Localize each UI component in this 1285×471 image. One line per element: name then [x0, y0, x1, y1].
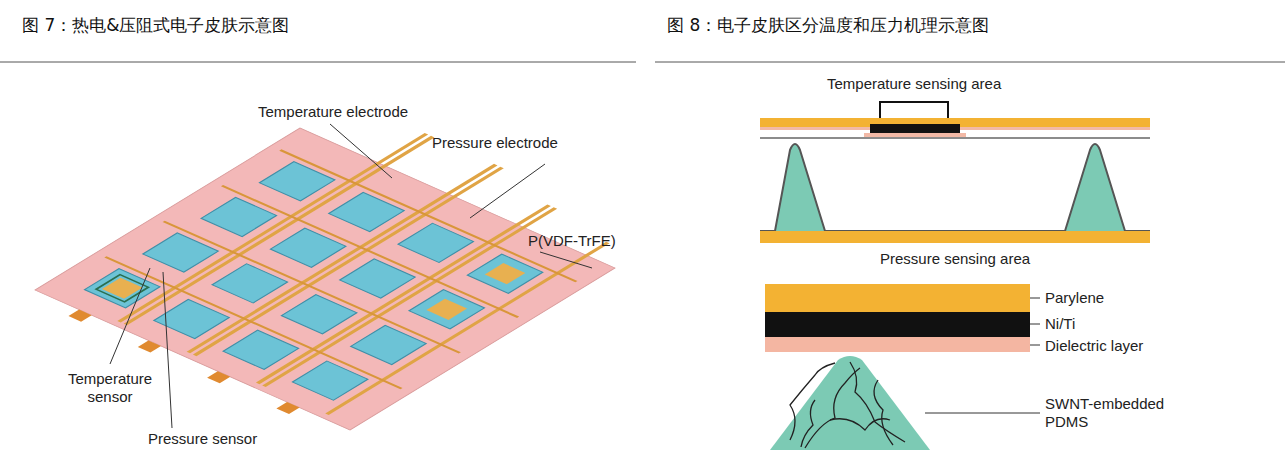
part-label: Temperature sensor: [60, 370, 160, 406]
part-label: Pressure electrode: [432, 134, 558, 152]
part-label: P(VDF-TrFE): [528, 232, 616, 250]
part-label: Pressure sensing area: [880, 250, 1030, 268]
part-label: Temperature electrode: [258, 103, 408, 121]
layer-label: Ni/Ti: [1045, 315, 1075, 333]
figure-title: 图 7：热电&压阻式电子皮肤示意图: [22, 15, 289, 35]
layer-label: SWNT-embedded PDMS: [1045, 395, 1165, 431]
layer-label: Parylene: [1045, 289, 1104, 307]
part-label: Pressure sensor: [148, 430, 257, 448]
leader-line: [110, 124, 592, 428]
header-rule: [655, 62, 1285, 63]
figure-title: 图 8：电子皮肤区分温度和压力机理示意图: [667, 15, 989, 35]
header-rule: [0, 62, 636, 63]
part-label: Temperature sensing area: [827, 75, 1001, 93]
e-skin-sheet: [24, 99, 662, 437]
layer-label: Dielectric layer: [1045, 337, 1143, 355]
